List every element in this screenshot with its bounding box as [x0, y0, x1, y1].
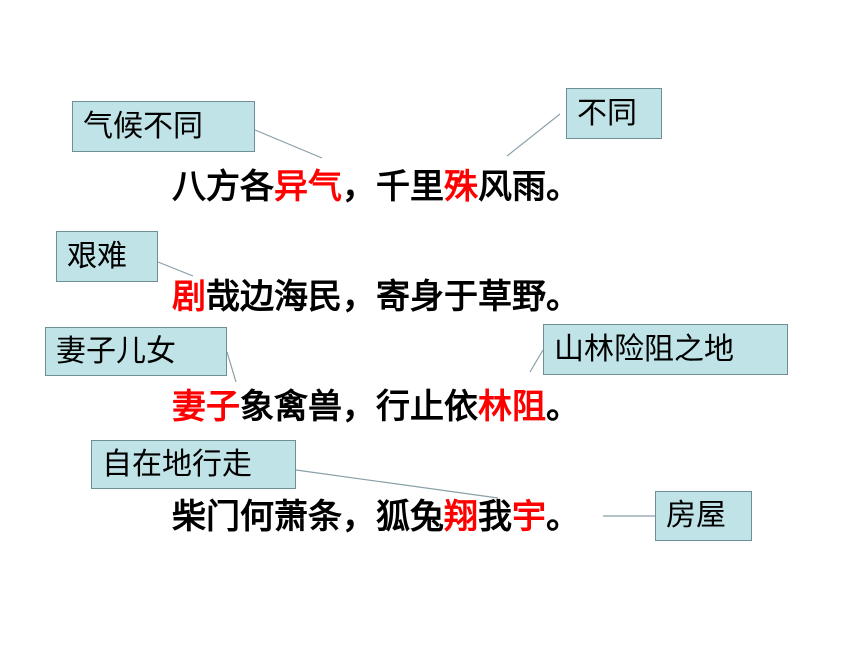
highlight-shu: 殊: [444, 167, 478, 207]
annotation-qihou-text: 气候不同: [83, 108, 203, 144]
annotation-shanlin: 山林险阻之地: [543, 324, 788, 375]
poem-line-4: 柴门何萧条，狐兔翔我宇。: [172, 500, 580, 534]
poem-line-1-seg-3: ，千里: [342, 167, 444, 207]
highlight-linzu: 林阻: [478, 387, 546, 427]
annotation-jiannan: 艰难: [56, 231, 158, 282]
poem-line-4-seg-5: 。: [546, 497, 580, 537]
leader-line-qizi: [226, 351, 237, 383]
annotation-butong-text: 不同: [577, 95, 637, 131]
annotation-zizai: 自在地行走: [91, 440, 296, 489]
highlight-qizi: 妻子: [172, 387, 240, 427]
highlight-xiang: 翔: [444, 497, 478, 537]
highlight-yiqi: 异气: [274, 167, 342, 207]
annotation-qihou: 气候不同: [72, 101, 255, 152]
poem-line-1: 八方各异气，千里殊风雨。: [172, 170, 580, 204]
highlight-ju: 剧: [172, 277, 206, 317]
poem-line-3-seg-4: 。: [546, 387, 580, 427]
highlight-yu: 宇: [512, 497, 546, 537]
poem-line-3: 妻子象禽兽，行止依林阻。: [172, 390, 580, 424]
annotation-zizai-text: 自在地行走: [102, 446, 252, 482]
poem-line-4-seg-1: 柴门何萧条，狐兔: [172, 497, 444, 537]
annotation-qizi: 妻子儿女: [45, 327, 227, 376]
poem-line-3-seg-2: 象禽兽，行止依: [240, 387, 478, 427]
poem-line-1-seg-5: 风雨。: [478, 167, 580, 207]
annotation-fangwu: 房屋: [655, 491, 752, 541]
poem-line-2: 剧哉边海民，寄身于草野。: [172, 280, 580, 314]
annotation-fangwu-text: 房屋: [666, 498, 726, 533]
annotation-shanlin-text: 山林险阻之地: [554, 331, 734, 367]
leader-line-shanlin: [529, 349, 544, 373]
annotation-butong: 不同: [566, 88, 662, 139]
leader-line-qihou: [254, 129, 323, 159]
annotation-jiannan-text: 艰难: [67, 238, 127, 274]
leader-line-butong: [506, 113, 561, 157]
poem-line-4-seg-3: 我: [478, 497, 512, 537]
leader-line-jiannan: [157, 261, 194, 277]
poem-line-1-seg-1: 八方各: [172, 167, 274, 207]
leader-line-zizai: [295, 469, 499, 499]
poem-line-2-seg-2: 哉边海民，寄身于草野。: [206, 277, 580, 317]
annotation-qizi-text: 妻子儿女: [56, 333, 176, 369]
